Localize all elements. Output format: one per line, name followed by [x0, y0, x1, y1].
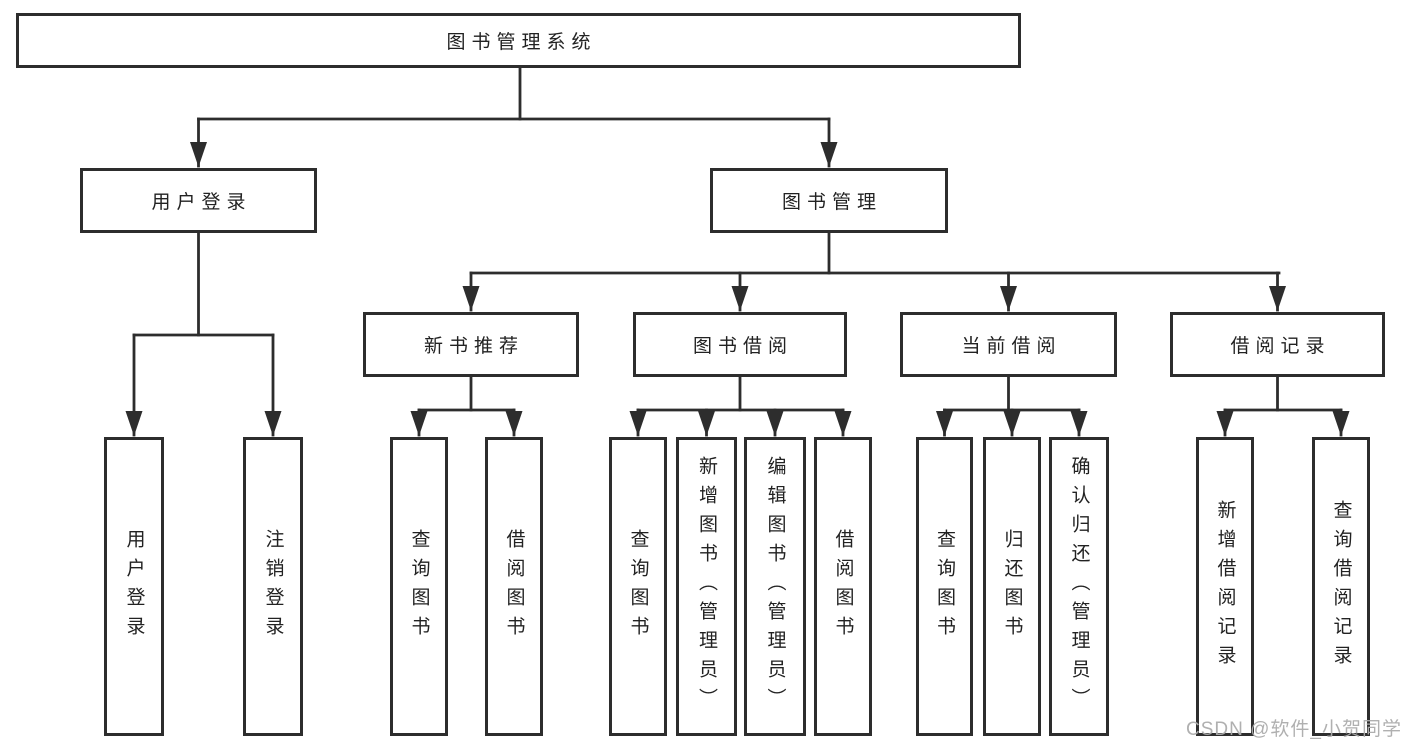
leaf-return-books-label: 归还图书 [1001, 528, 1023, 645]
node-root-system: 图书管理系统 [16, 13, 1021, 68]
leaf-query-borrow-record-label: 查询借阅记录 [1330, 499, 1352, 674]
leaf-add-books-admin: 新增图书（管理员） [676, 437, 737, 736]
leaf-recommend-borrow-books-label: 借阅图书 [503, 528, 525, 645]
leaf-borrow-query-books: 查询图书 [609, 437, 667, 736]
node-borrow-records-label: 借阅记录 [1230, 336, 1331, 357]
node-root-label: 图书管理系统 [446, 32, 597, 53]
leaf-confirm-return-admin: 确认归还（管理员） [1049, 437, 1109, 736]
arrowhead-icons [125, 142, 1350, 436]
leaf-recommend-query-books-label: 查询图书 [408, 528, 430, 645]
node-book-management-label: 图书管理 [781, 192, 882, 213]
node-borrow-records: 借阅记录 [1170, 312, 1385, 377]
leaf-edit-books-admin: 编辑图书（管理员） [744, 437, 806, 736]
leaf-borrow-query-books-label: 查询图书 [627, 528, 649, 645]
leaf-user-login: 用户登录 [104, 437, 164, 736]
node-book-borrow: 图书借阅 [633, 312, 847, 377]
leaf-edit-books-admin-label: 编辑图书（管理员） [764, 456, 786, 717]
csdn-watermark: CSDN @软件_小贺同学 [1186, 719, 1402, 740]
leaf-logout-label: 注销登录 [262, 528, 284, 645]
leaf-add-borrow-record-label: 新增借阅记录 [1214, 499, 1236, 674]
leaf-borrow-books: 借阅图书 [814, 437, 872, 736]
node-new-book-recommend: 新书推荐 [363, 312, 579, 377]
leaf-return-books: 归还图书 [983, 437, 1041, 736]
leaf-current-query-books-label: 查询图书 [934, 528, 955, 645]
node-current-borrow-label: 当前借阅 [961, 336, 1062, 357]
node-user-login: 用户登录 [80, 168, 317, 233]
leaf-recommend-query-books: 查询图书 [390, 437, 448, 736]
node-current-borrow: 当前借阅 [900, 312, 1117, 377]
node-book-management: 图书管理 [710, 168, 948, 233]
leaf-confirm-return-admin-label: 确认归还（管理员） [1068, 456, 1090, 717]
leaf-query-borrow-record: 查询借阅记录 [1312, 437, 1370, 736]
leaf-logout: 注销登录 [243, 437, 303, 736]
node-new-book-recommend-label: 新书推荐 [423, 336, 524, 357]
node-user-login-label: 用户登录 [151, 192, 252, 213]
leaf-recommend-borrow-books: 借阅图书 [485, 437, 543, 736]
leaf-user-login-label: 用户登录 [123, 528, 145, 645]
leaf-add-books-admin-label: 新增图书（管理员） [696, 456, 717, 717]
leaf-borrow-books-label: 借阅图书 [832, 528, 854, 645]
leaf-current-query-books: 查询图书 [916, 437, 973, 736]
node-book-borrow-label: 图书借阅 [692, 336, 793, 357]
leaf-add-borrow-record: 新增借阅记录 [1196, 437, 1254, 736]
